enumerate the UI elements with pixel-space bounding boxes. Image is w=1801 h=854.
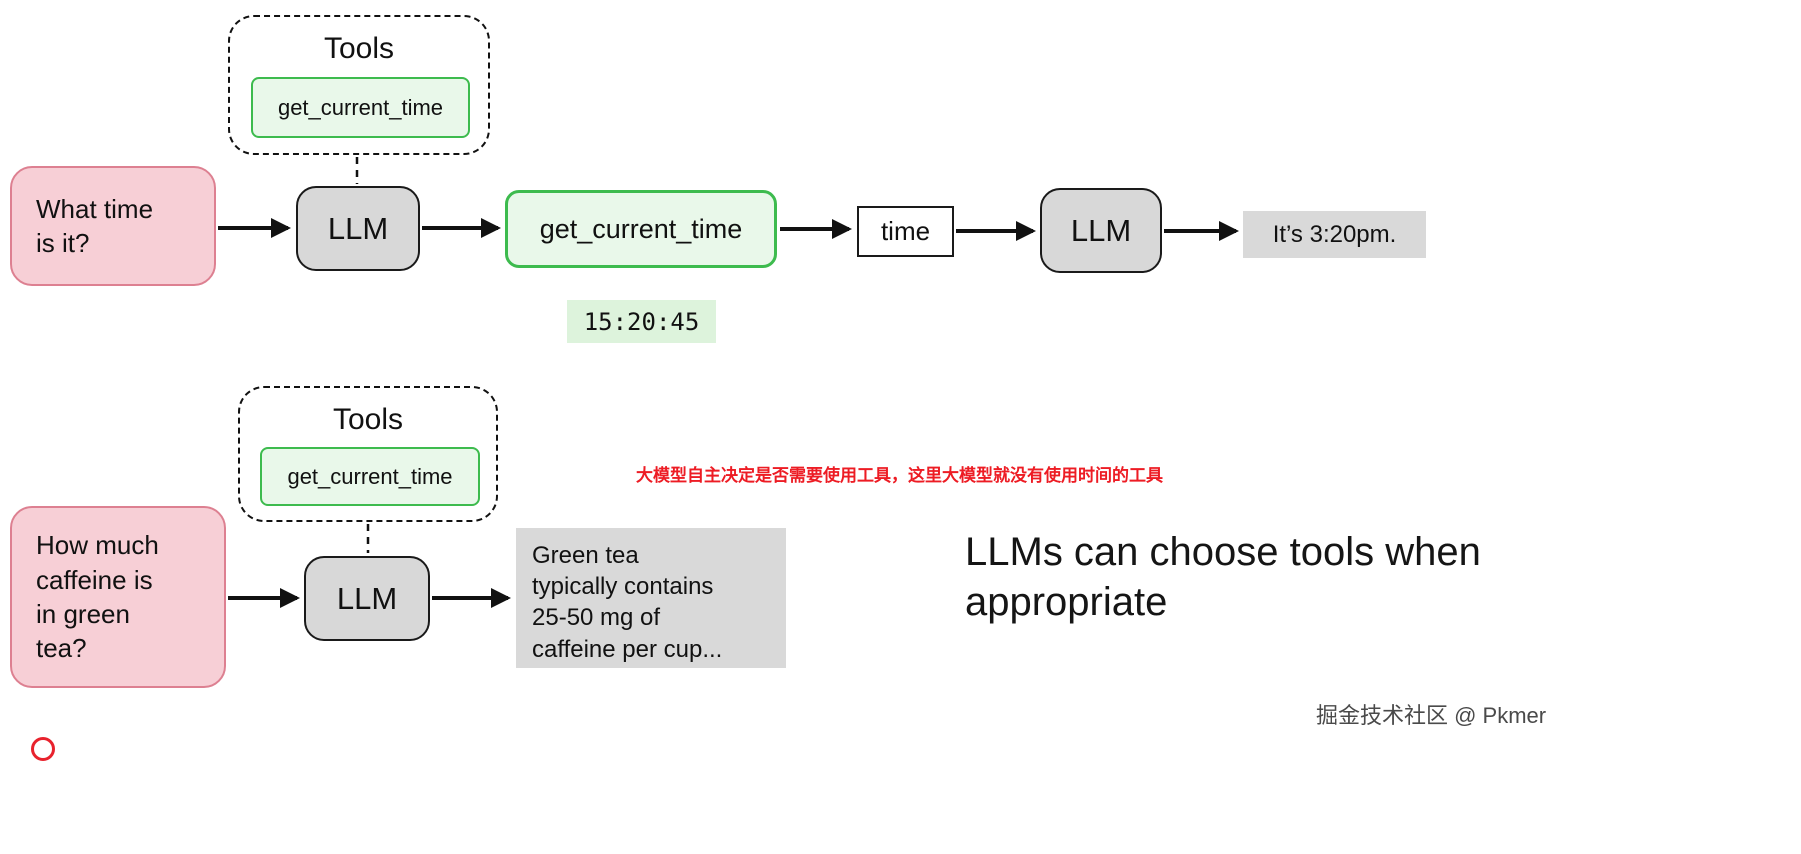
tool-call-box: get_current_time [505, 190, 777, 268]
tool-result-chip: 15:20:45 [567, 300, 716, 343]
llm-box-2: LLM [1040, 188, 1162, 273]
llm-box-3: LLM [304, 556, 430, 641]
watermark: 掘金技术社区 @ Pkmer [1316, 703, 1547, 728]
caffeine-response-box: Green tea typically contains 25-50 mg of… [516, 528, 786, 668]
tools-container-top: Tools get_current_time [228, 15, 490, 155]
time-variable-box: time [857, 206, 954, 257]
chinese-annotation: 大模型自主决定是否需要使用工具，这里大模型就没有使用时间的工具 [636, 466, 1163, 485]
tool-chip-get-current-time-bottom: get_current_time [260, 447, 480, 506]
user-query-box-time: What time is it? [10, 166, 216, 286]
tools-label-bottom: Tools [332, 403, 404, 436]
llm-box-1: LLM [296, 186, 420, 271]
user-query-box-caffeine: How much caffeine is in green tea? [10, 506, 226, 688]
tools-container-bottom: Tools get_current_time [238, 386, 498, 522]
caption-text: LLMs can choose tools when appropriate [965, 530, 1481, 624]
final-response-box: It’s 3:20pm. [1243, 211, 1426, 258]
tools-label: Tools [323, 32, 395, 65]
tool-chip-get-current-time-top: get_current_time [251, 77, 470, 138]
red-circle-mark [31, 737, 55, 761]
